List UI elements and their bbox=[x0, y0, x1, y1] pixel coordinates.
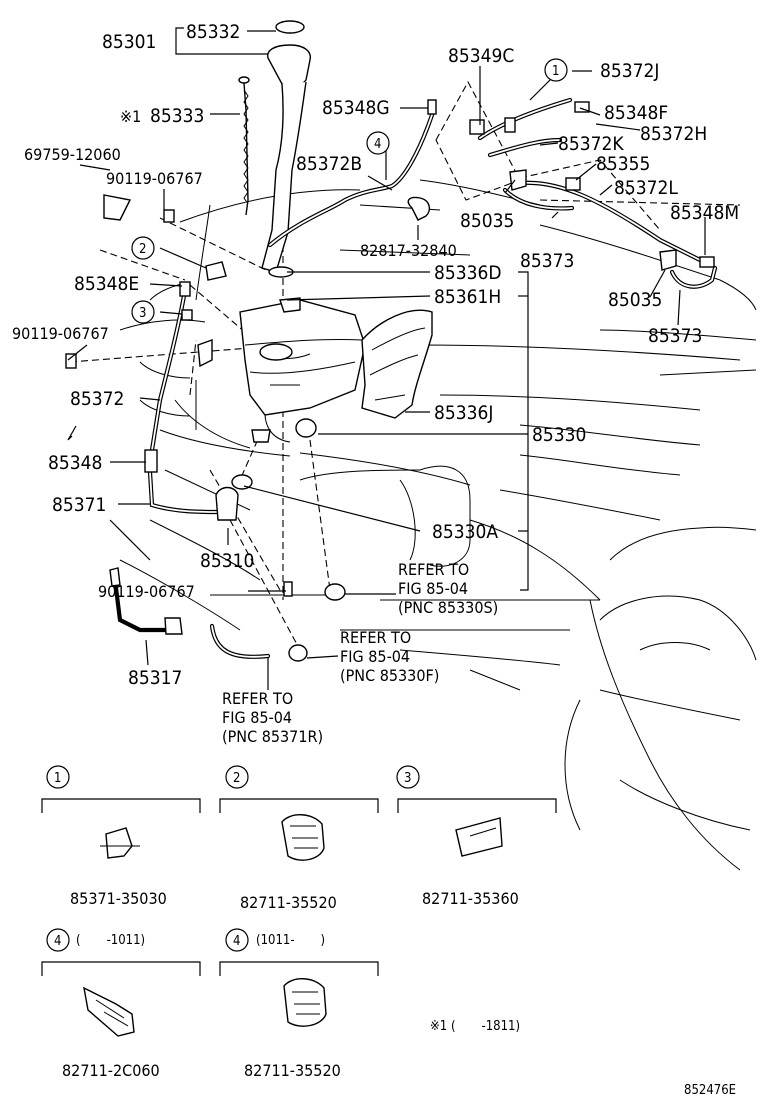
callout-85333-mark: ※1 bbox=[120, 107, 141, 126]
marker-2: 2 bbox=[139, 242, 146, 257]
callout-85333: 85333 bbox=[150, 105, 204, 127]
reservoir-protector bbox=[361, 309, 433, 419]
marker-3: 3 bbox=[139, 306, 146, 321]
inset-4a-part: 82711-2C060 bbox=[62, 1061, 160, 1080]
inset-labels: 1 85371-35030 2 82711-35520 3 82711-3536… bbox=[54, 771, 736, 1098]
callout-85348: 85348 bbox=[48, 452, 102, 474]
figure-id: 852476E bbox=[684, 1083, 736, 1098]
inset-3-part: 82711-35360 bbox=[422, 889, 519, 908]
vehicle-body-outline bbox=[119, 179, 757, 871]
inset-4b-note: (1011- ) bbox=[256, 933, 325, 948]
callout-85372: 85372 bbox=[70, 388, 124, 410]
circle-markers bbox=[46, 58, 568, 952]
callout-85348f: 85348F bbox=[604, 102, 668, 124]
ref-85371r-line1: REFER TO bbox=[222, 689, 293, 708]
inset-2-part: 82711-35520 bbox=[240, 893, 337, 912]
callout-85372h: 85372H bbox=[640, 123, 707, 145]
ref-85330f-line1: REFER TO bbox=[340, 628, 411, 647]
reference-notes: REFER TO FIG 85-04 (PNC 85330S) REFER TO… bbox=[222, 560, 498, 746]
callout-labels: 85301 85332 ※1 85333 69759-12060 90119-0… bbox=[12, 21, 739, 689]
callout-85332: 85332 bbox=[186, 21, 240, 43]
ref-85330s-line3: (PNC 85330S) bbox=[398, 598, 498, 617]
inset-frames bbox=[41, 798, 557, 976]
marker-4: 4 bbox=[374, 137, 381, 152]
callout-90119-06767-top: 90119-06767 bbox=[106, 169, 203, 188]
callout-85349c: 85349C bbox=[448, 45, 514, 67]
callout-85336j: 85336J bbox=[434, 402, 493, 424]
callout-85372j: 85372J bbox=[600, 60, 659, 82]
callout-85373-top: 85373 bbox=[520, 250, 574, 272]
inset-1-part: 85371-35030 bbox=[70, 889, 167, 908]
callout-85348m: 85348M bbox=[670, 202, 739, 224]
callout-85301: 85301 bbox=[102, 31, 156, 53]
fittings bbox=[65, 99, 715, 662]
inset-1-number: 1 bbox=[54, 771, 61, 786]
callout-90119-06767-bottom: 90119-06767 bbox=[98, 582, 195, 601]
dashed-guide-lines bbox=[69, 80, 741, 651]
leader-lines bbox=[67, 27, 706, 690]
washer-hoses bbox=[112, 97, 718, 659]
callout-85348g: 85348G bbox=[322, 97, 390, 119]
callout-69759-12060: 69759-12060 bbox=[24, 145, 121, 164]
inset-4b-part: 82711-35520 bbox=[244, 1061, 341, 1080]
ref-85330f-line3: (PNC 85330F) bbox=[340, 666, 439, 685]
callout-85355: 85355 bbox=[596, 153, 650, 175]
callout-85035-top: 85035 bbox=[460, 210, 514, 232]
callout-85372l: 85372L bbox=[614, 177, 678, 199]
callout-85372k: 85372K bbox=[558, 133, 624, 155]
level-gauge bbox=[238, 76, 250, 216]
inset-2-number: 2 bbox=[233, 771, 240, 786]
callout-85348e: 85348E bbox=[74, 273, 139, 295]
marker-1: 1 bbox=[552, 64, 559, 79]
callout-85330: 85330 bbox=[532, 424, 586, 446]
circle-marker-numbers: 1 4 2 3 bbox=[139, 64, 559, 321]
callout-85372b: 85372B bbox=[296, 153, 362, 175]
callout-85310: 85310 bbox=[200, 550, 254, 572]
callout-85371: 85371 bbox=[52, 494, 106, 516]
callout-85317: 85317 bbox=[128, 667, 182, 689]
ref-85371r-line3: (PNC 85371R) bbox=[222, 727, 323, 746]
inset-clip-drawings bbox=[83, 814, 503, 1037]
filler-neck-assembly bbox=[261, 20, 312, 278]
inset-4a-note: ( -1011) bbox=[76, 933, 145, 948]
inset-4b-number: 4 bbox=[233, 934, 240, 949]
ref-85371r-line2: FIG 85-04 bbox=[222, 708, 292, 727]
callout-85330a: 85330A bbox=[432, 521, 498, 543]
inset-3-number: 3 bbox=[404, 771, 411, 786]
footnote: ※1 ( -1811) bbox=[430, 1019, 520, 1034]
ref-85330s-line2: FIG 85-04 bbox=[398, 579, 468, 598]
callout-85035-right: 85035 bbox=[608, 289, 662, 311]
callout-82817-32840: 82817-32840 bbox=[360, 241, 457, 260]
ref-85330f-line2: FIG 85-04 bbox=[340, 647, 410, 666]
callout-85336d: 85336D bbox=[434, 262, 502, 284]
callout-85361h: 85361H bbox=[434, 286, 501, 308]
inset-4a-number: 4 bbox=[54, 934, 61, 949]
washer-reservoir-tank bbox=[239, 297, 366, 443]
ref-85330s-line1: REFER TO bbox=[398, 560, 469, 579]
callout-85373-right: 85373 bbox=[648, 325, 702, 347]
callout-90119-06767-left: 90119-06767 bbox=[12, 324, 109, 343]
